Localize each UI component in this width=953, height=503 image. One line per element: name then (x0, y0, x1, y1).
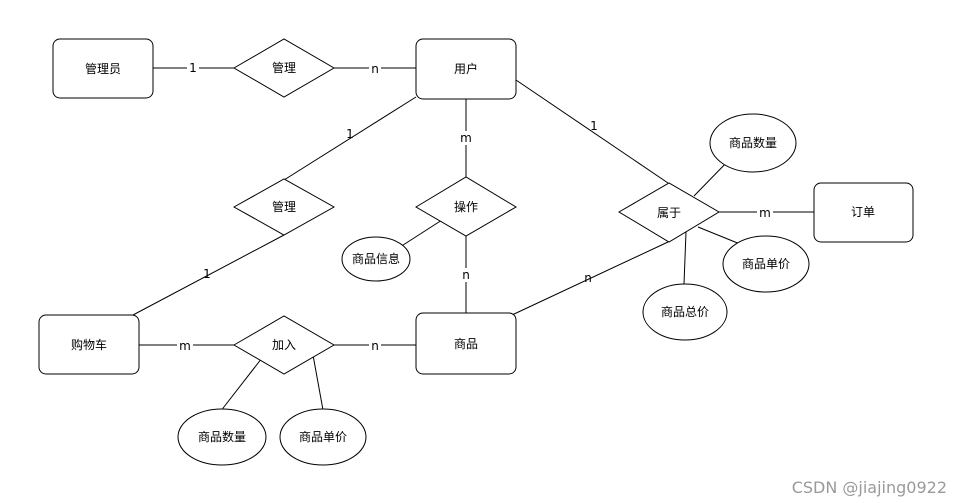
card-operate-product: n (460, 268, 472, 282)
svg-text:购物车: 购物车 (71, 337, 107, 352)
svg-text:商品信息: 商品信息 (352, 251, 400, 266)
svg-text:订单: 订单 (851, 205, 875, 219)
svg-text:商品总价: 商品总价 (661, 304, 709, 319)
svg-text:加入: 加入 (272, 338, 296, 352)
edge-manage-cart-cart (132, 234, 285, 316)
card-admin-manage: 1 (187, 61, 199, 75)
relationship-manage-user[interactable]: 管理 (233, 38, 335, 98)
svg-text:用户: 用户 (454, 61, 478, 76)
relationship-belong[interactable]: 属于 (618, 182, 720, 243)
edge-add-qty (219, 357, 263, 413)
relationship-operate[interactable]: 操作 (415, 176, 517, 237)
svg-text:管理: 管理 (272, 199, 296, 214)
svg-text:属于: 属于 (657, 206, 681, 220)
svg-text:商品数量: 商品数量 (198, 429, 246, 444)
card-cart-add: m (177, 339, 193, 353)
attribute-order-total[interactable]: 商品总价 (642, 283, 728, 341)
edge-product-belong (511, 241, 669, 316)
attribute-add-qty[interactable]: 商品数量 (177, 408, 267, 466)
attribute-product-info[interactable]: 商品信息 (341, 236, 411, 282)
svg-text:n: n (584, 271, 592, 285)
relationship-add[interactable]: 加入 (233, 315, 335, 375)
entity-user[interactable]: 用户 (415, 38, 517, 100)
watermark: CSDN @jiajing0922 (791, 478, 947, 497)
edge-add-unitprice (312, 354, 324, 411)
attribute-add-unit-price[interactable]: 商品单价 (279, 408, 367, 466)
card-product-belong: n (584, 271, 592, 285)
svg-text:管理: 管理 (272, 60, 296, 75)
svg-text:m: m (759, 206, 771, 220)
attribute-order-unit-price[interactable]: 商品单价 (722, 235, 810, 293)
edge-user-manage-cart (283, 96, 417, 181)
edge-belong-qty (693, 158, 731, 197)
edge-belong-unitprice (697, 226, 741, 245)
card-manage-user: n (369, 62, 381, 76)
svg-text:n: n (462, 268, 470, 282)
svg-text:商品单价: 商品单价 (299, 429, 347, 444)
svg-text:商品: 商品 (454, 336, 478, 351)
edge-belong-total (683, 231, 687, 285)
card-belong-order: m (757, 206, 773, 220)
svg-text:1: 1 (203, 267, 211, 281)
svg-text:1: 1 (590, 119, 598, 133)
svg-text:m: m (179, 339, 191, 353)
card-user-operate: m (458, 131, 474, 145)
svg-text:商品单价: 商品单价 (742, 256, 790, 271)
svg-text:1: 1 (189, 61, 197, 75)
svg-text:m: m (460, 131, 472, 145)
attribute-order-qty[interactable]: 商品数量 (709, 113, 797, 173)
edge-user-belong (515, 79, 669, 184)
card-user-belong: 1 (590, 119, 598, 133)
svg-text:n: n (371, 62, 379, 76)
edge-operate-productinfo (399, 219, 443, 248)
svg-text:操作: 操作 (454, 199, 478, 214)
card-add-product: n (369, 339, 381, 353)
entity-cart[interactable]: 购物车 (38, 314, 140, 375)
entity-order[interactable]: 订单 (813, 182, 914, 243)
entity-product[interactable]: 商品 (415, 312, 517, 375)
svg-text:管理员: 管理员 (85, 61, 121, 76)
relationship-manage-cart[interactable]: 管理 (232, 178, 336, 236)
card-user-manage-cart: 1 (346, 127, 354, 141)
svg-text:商品数量: 商品数量 (729, 135, 777, 150)
entity-admin[interactable]: 管理员 (52, 38, 154, 99)
card-manage-cart-cart: 1 (203, 267, 211, 281)
svg-text:n: n (371, 339, 379, 353)
svg-text:1: 1 (346, 127, 354, 141)
